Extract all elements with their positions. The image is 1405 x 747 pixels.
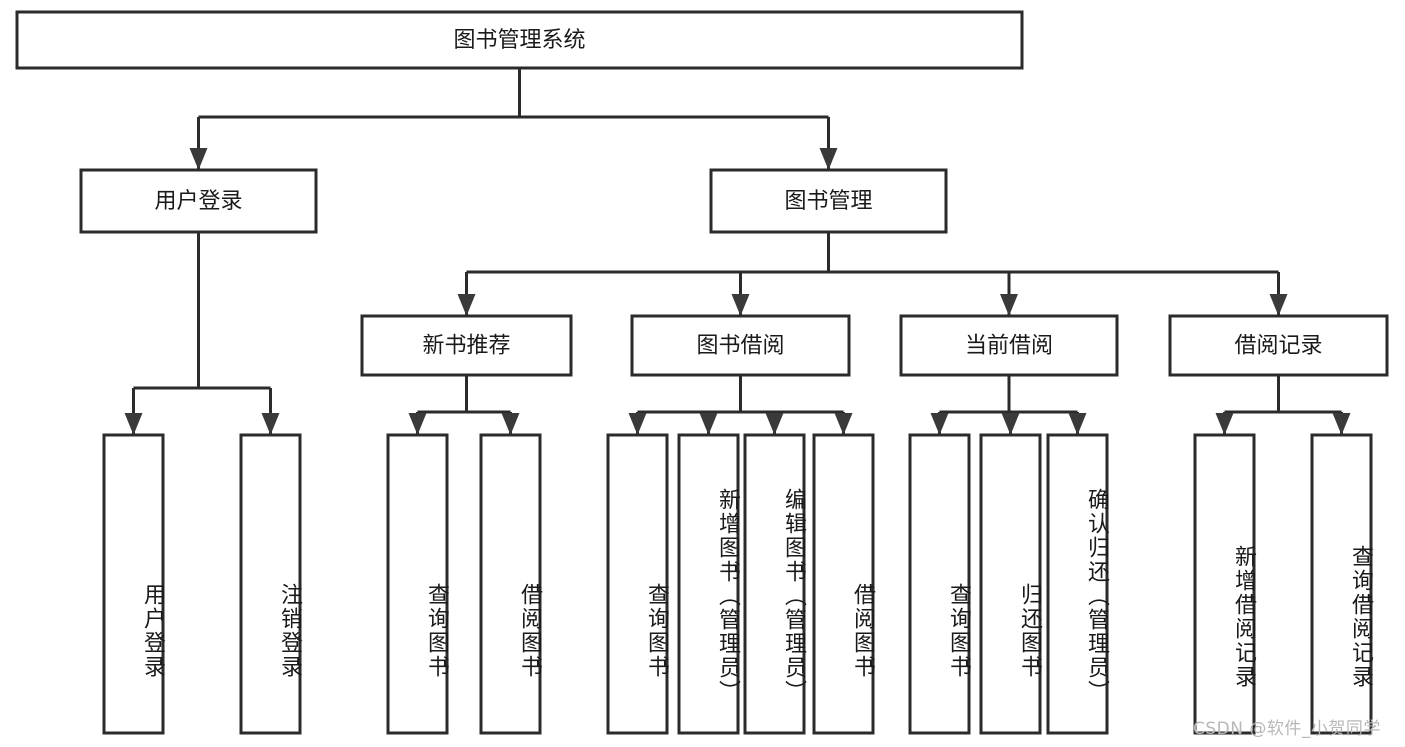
node-borrow-record-rect[interactable]: [1168, 314, 1389, 377]
arrow-head-icon-leaf-query-book-current: [930, 413, 949, 435]
node-user-login-rect[interactable]: [79, 168, 318, 234]
node-root[interactable]: 图书管理系统: [15, 10, 1024, 70]
node-book-manage-label: 图书管理: [784, 189, 872, 214]
arrow-head-icon-leaf-return-book: [1001, 413, 1020, 435]
node-leaf-query-book-borrow-rect[interactable]: [606, 433, 669, 735]
node-book-borrow-label: 图书借阅: [696, 334, 784, 359]
node-leaf-query-book-current[interactable]: [908, 433, 971, 735]
arrow-head-icon-borrow-record: [1269, 294, 1288, 316]
arrow-head-icon-leaf-add-book: [699, 413, 718, 435]
node-new-book-recommend[interactable]: 新书推荐: [360, 314, 573, 377]
node-leaf-add-borrow-record-rect[interactable]: [1193, 433, 1256, 735]
arrow-head-icon-current-borrow: [1000, 294, 1018, 316]
node-leaf-edit-book-rect[interactable]: [743, 433, 806, 735]
arrow-head-icon-leaf-borrow-book-rec: [501, 413, 520, 435]
node-leaf-add-book[interactable]: [677, 433, 740, 735]
arrow-head-icon-book-manage: [819, 148, 838, 170]
node-leaf-return-book[interactable]: [979, 433, 1042, 735]
arrow-head-icon-leaf-query-book-borrow: [628, 413, 647, 435]
node-root-label: 图书管理系统: [453, 28, 585, 53]
arrow-head-icon-leaf-query-book-rec: [408, 413, 427, 435]
node-leaf-query-borrow-record[interactable]: [1310, 433, 1373, 735]
node-leaf-logout[interactable]: [239, 433, 302, 735]
node-leaf-borrow-book[interactable]: [812, 433, 875, 735]
node-leaf-borrow-book-rect[interactable]: [812, 433, 875, 735]
arrow-head-icon-user-login: [189, 148, 208, 170]
arrow-head-icon-book-borrow: [731, 294, 750, 316]
node-leaf-query-borrow-record-rect[interactable]: [1310, 433, 1373, 735]
node-leaf-borrow-book-rec-rect[interactable]: [479, 433, 542, 735]
node-borrow-record-label: 借阅记录: [1234, 334, 1322, 359]
node-leaf-query-book-borrow[interactable]: [606, 433, 669, 735]
arrow-head-icon-leaf-edit-book: [765, 413, 784, 435]
arrow-head-icon-leaf-logout: [261, 413, 280, 435]
node-book-borrow-rect[interactable]: [630, 314, 851, 377]
arrow-head-icon-leaf-add-borrow-record: [1215, 413, 1234, 435]
node-leaf-query-book-rec[interactable]: [386, 433, 449, 735]
node-borrow-record[interactable]: 借阅记录: [1168, 314, 1389, 377]
node-leaf-logout-rect[interactable]: [239, 433, 302, 735]
node-leaf-query-book-current-rect[interactable]: [908, 433, 971, 735]
node-leaf-return-book-rect[interactable]: [979, 433, 1042, 735]
arrow-head-icon-leaf-user-login: [124, 413, 143, 435]
node-leaf-confirm-return[interactable]: [1046, 433, 1109, 735]
node-user-login[interactable]: 用户登录: [79, 168, 318, 234]
node-leaf-user-login[interactable]: [102, 433, 165, 735]
node-new-book-recommend-label: 新书推荐: [422, 334, 510, 359]
node-book-manage[interactable]: 图书管理: [709, 168, 948, 234]
watermark-text: CSDN @软件_小贺同学: [1193, 719, 1381, 739]
node-leaf-confirm-return-rect[interactable]: [1046, 433, 1109, 735]
node-leaf-edit-book[interactable]: [743, 433, 806, 735]
arrow-head-icon-leaf-query-borrow-record: [1332, 413, 1351, 435]
connectors-layer: [124, 68, 1351, 435]
arrow-head-icon-leaf-confirm-return: [1068, 413, 1087, 435]
node-leaf-borrow-book-rec[interactable]: [479, 433, 542, 735]
node-new-book-recommend-rect[interactable]: [360, 314, 573, 377]
node-leaf-add-book-rect[interactable]: [677, 433, 740, 735]
arrow-head-icon-new-book-recommend: [457, 294, 476, 316]
node-leaf-query-book-rec-rect[interactable]: [386, 433, 449, 735]
node-book-manage-rect[interactable]: [709, 168, 948, 234]
node-current-borrow[interactable]: 当前借阅: [899, 314, 1119, 377]
node-current-borrow-rect[interactable]: [899, 314, 1119, 377]
node-current-borrow-label: 当前借阅: [965, 334, 1053, 359]
node-root-rect[interactable]: [15, 10, 1024, 70]
node-user-login-label: 用户登录: [154, 189, 242, 214]
arrow-head-icon-leaf-borrow-book: [834, 413, 853, 435]
node-leaf-user-login-rect[interactable]: [102, 433, 165, 735]
node-book-borrow[interactable]: 图书借阅: [630, 314, 851, 377]
node-leaf-add-borrow-record[interactable]: [1193, 433, 1256, 735]
